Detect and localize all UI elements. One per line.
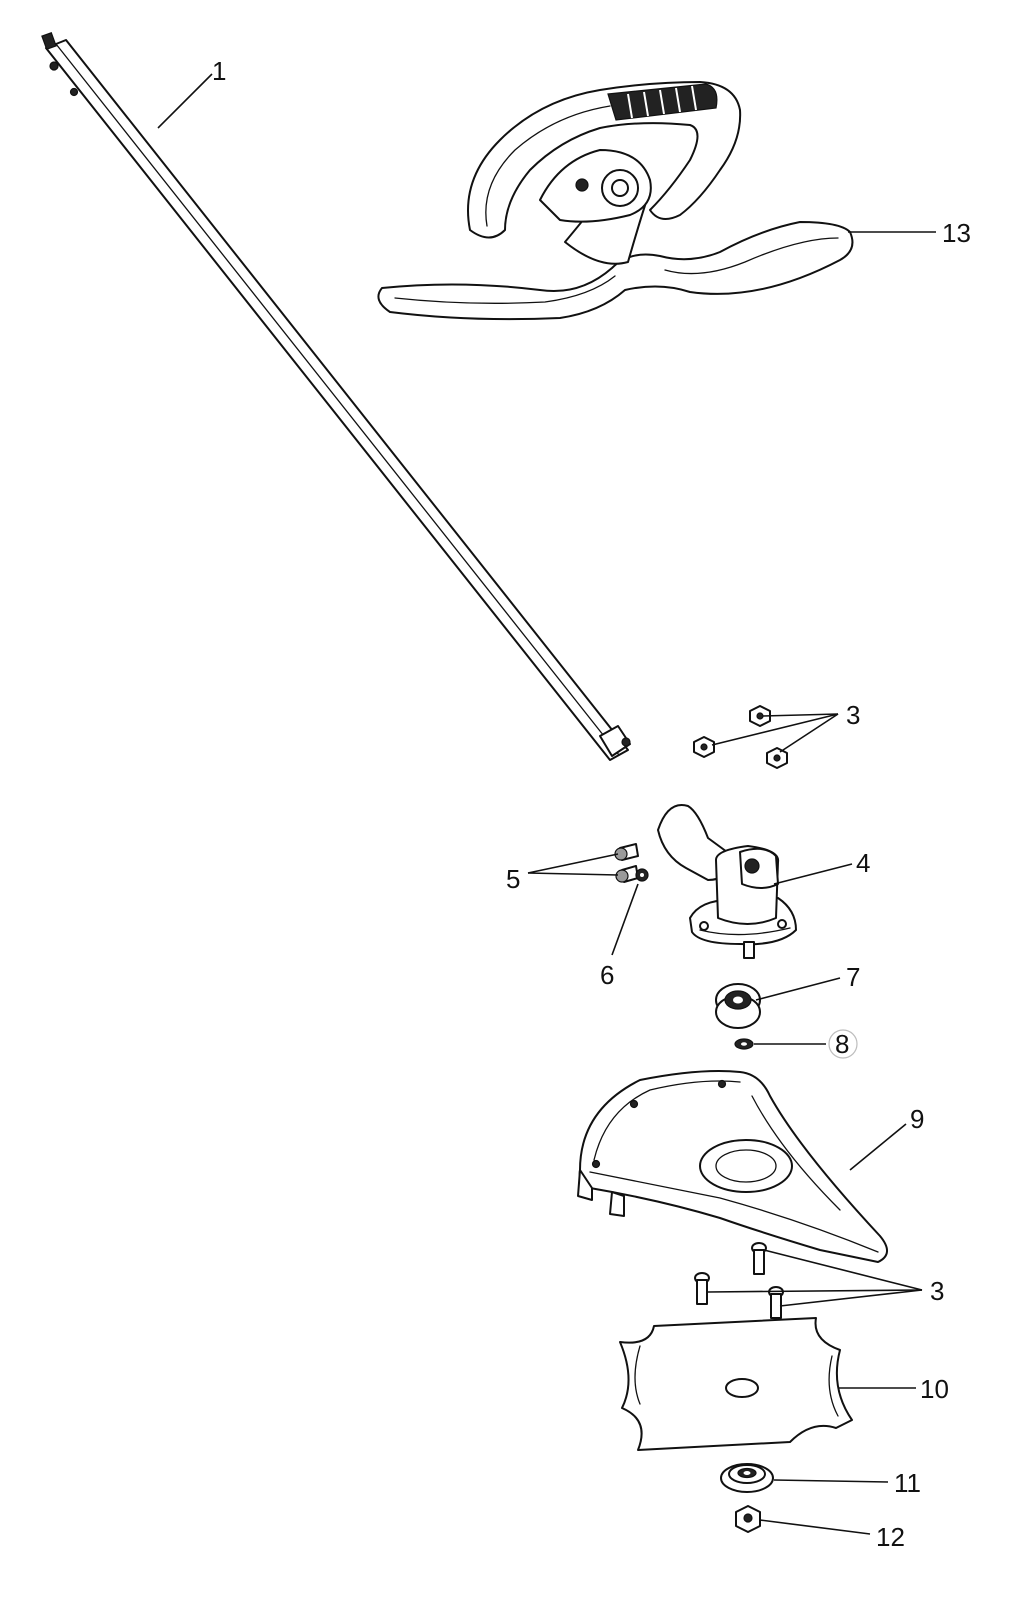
callout-12: 12	[876, 1522, 905, 1552]
callout-6: 6	[600, 960, 614, 990]
part-11-cup-washer	[720, 1463, 774, 1493]
leader-3-top-b	[711, 713, 839, 746]
part-6-washer	[635, 868, 649, 882]
callout-3-bottom: 3	[930, 1276, 944, 1306]
callout-5: 5	[506, 864, 520, 894]
leader-3-top-c	[779, 713, 839, 753]
leader-3-top-a	[762, 713, 839, 717]
leader-3-bottom-b	[707, 1289, 923, 1293]
callout-8-circle	[828, 1029, 858, 1059]
part-4-gear-head	[657, 804, 797, 959]
part-3-bolts-bottom	[694, 1242, 784, 1319]
leader-7	[755, 977, 841, 1001]
callout-11: 11	[894, 1468, 921, 1498]
callout-7: 7	[846, 962, 860, 992]
callout-13: 13	[942, 218, 971, 248]
part-7-bearing	[715, 983, 761, 1029]
part-8-washer	[734, 1038, 754, 1050]
callout-3-top: 3	[846, 700, 860, 730]
leader-lines	[157, 73, 936, 1535]
nut	[766, 747, 788, 769]
leader-4	[773, 863, 853, 885]
leader-3-bottom-c	[779, 1289, 923, 1307]
part-9-guard	[577, 1070, 888, 1263]
part-5-screws	[614, 843, 639, 883]
leader-9	[849, 1123, 907, 1171]
leader-1	[157, 73, 213, 129]
part-12-nut	[735, 1505, 761, 1533]
callout-1: 1	[212, 56, 226, 86]
part-1-shaft	[41, 31, 631, 761]
leader-5-b	[527, 872, 619, 876]
nut	[693, 736, 715, 758]
part-10-blade	[619, 1317, 853, 1451]
leader-12	[759, 1519, 871, 1535]
callout-10: 10	[920, 1374, 949, 1404]
leader-3-bottom-a	[763, 1249, 923, 1291]
callout-9: 9	[910, 1104, 924, 1134]
callout-labels: 1 13 3 4 5 6 7 8 9 3 10 11 12	[212, 56, 971, 1552]
leader-11	[773, 1479, 889, 1483]
leader-5-a	[527, 853, 619, 874]
bolt	[694, 1272, 710, 1305]
bolt	[751, 1242, 767, 1275]
callout-8: 8	[835, 1029, 849, 1059]
callout-4: 4	[856, 848, 870, 878]
part-3-nuts-top	[693, 705, 788, 769]
part-13-handle	[377, 81, 854, 321]
leader-6	[611, 883, 639, 956]
